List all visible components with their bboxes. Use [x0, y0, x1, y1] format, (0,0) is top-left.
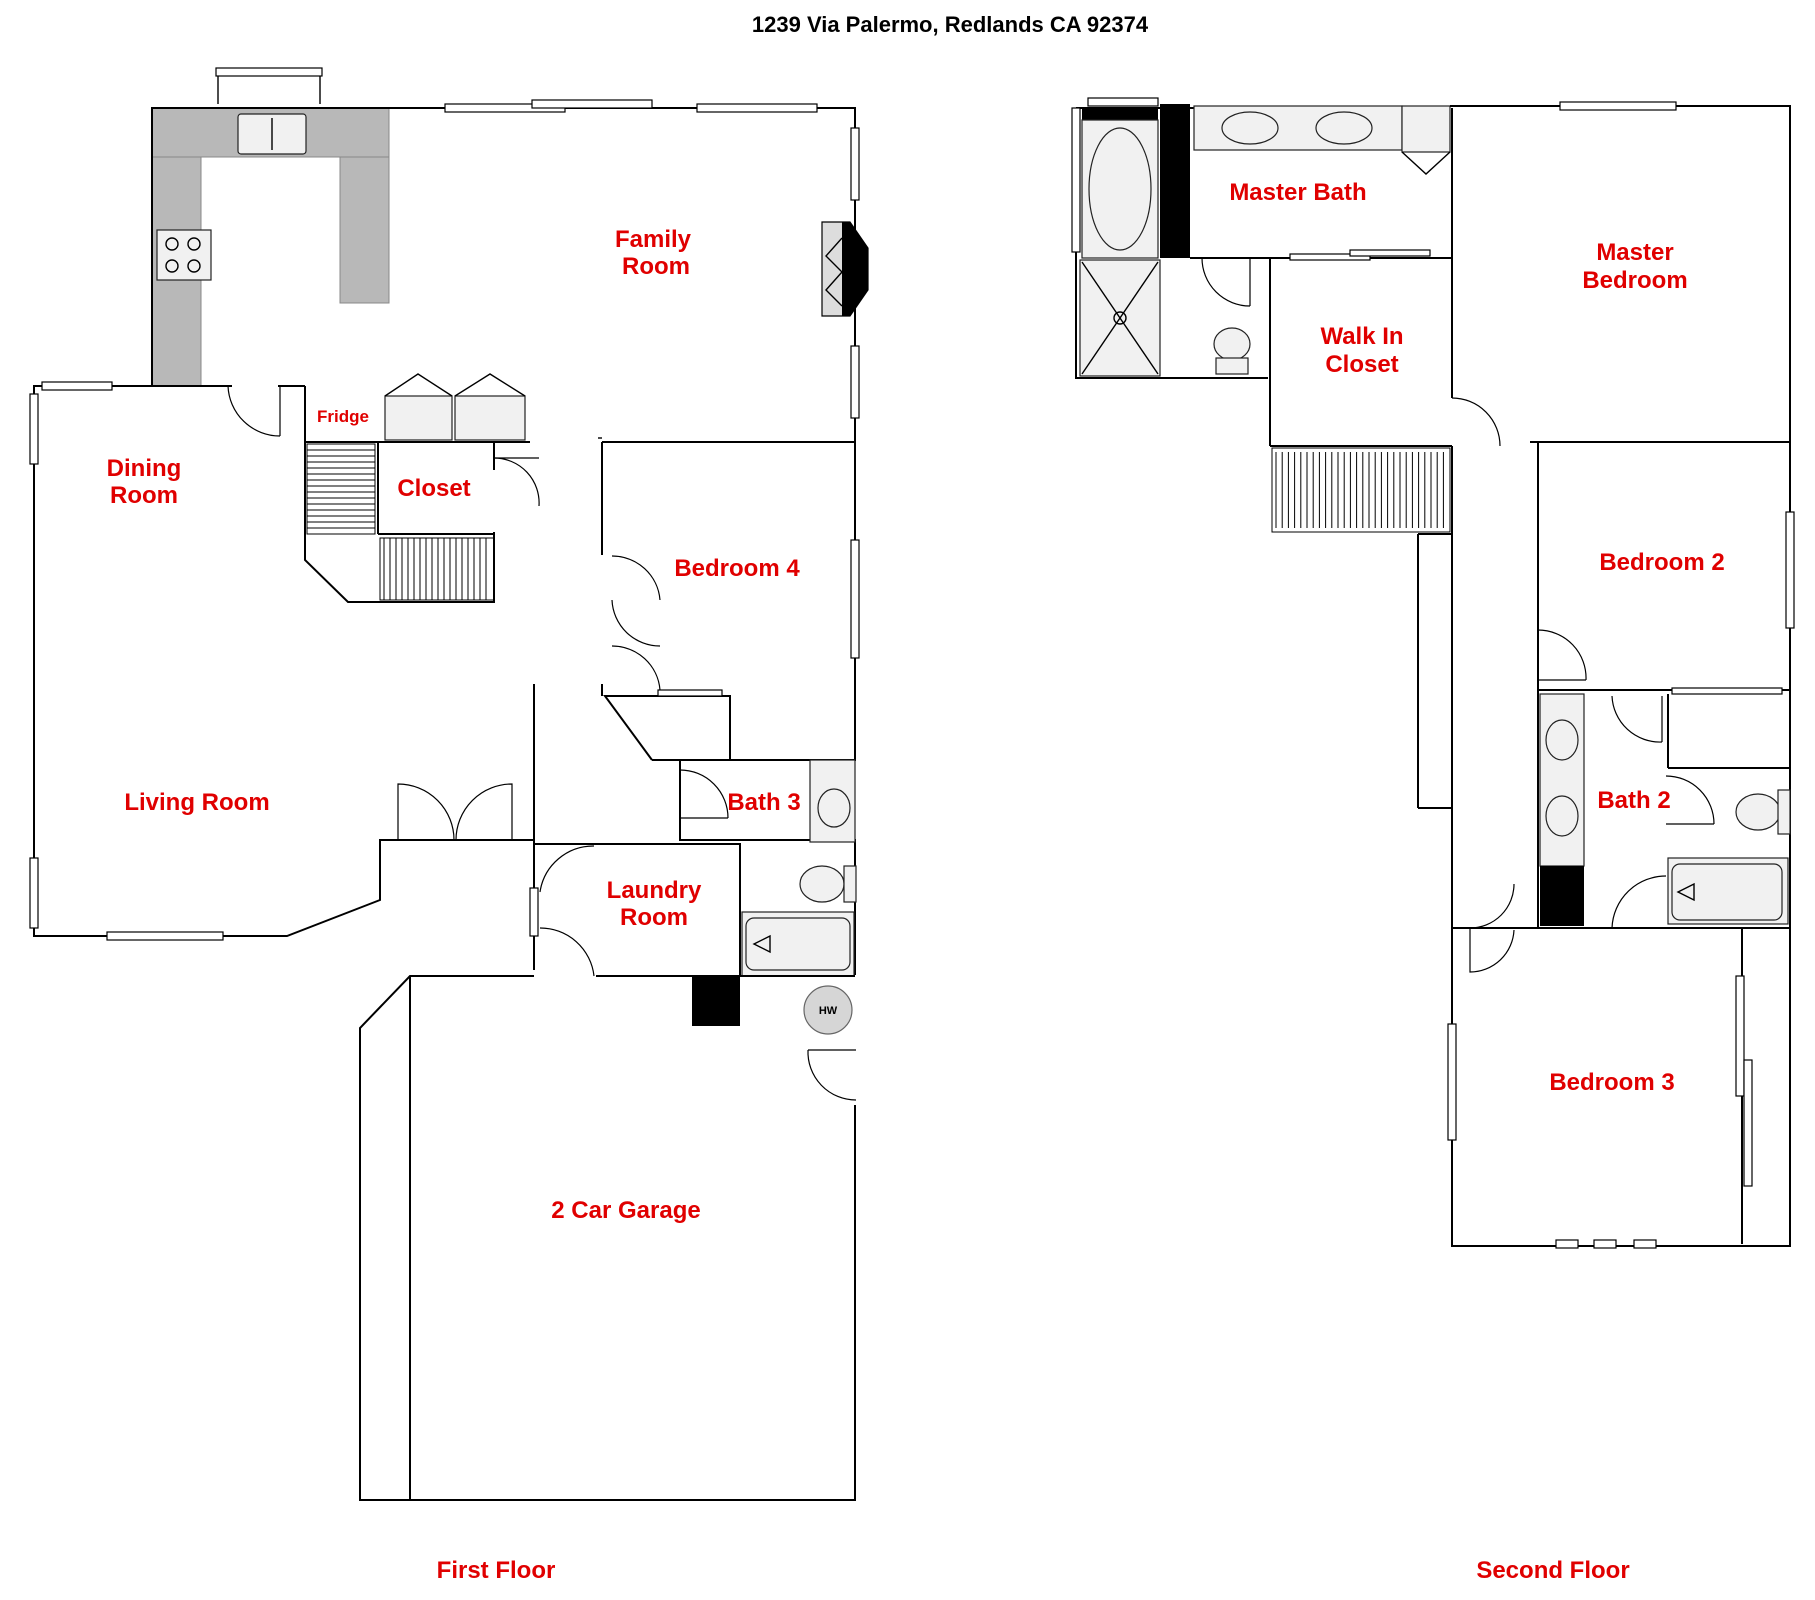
label-dining-room-2: Room — [110, 482, 178, 509]
bath2-solid — [1540, 866, 1584, 926]
label-master-bedroom-2: Bedroom — [1582, 267, 1687, 294]
stairs-first-floor — [306, 443, 495, 601]
label-bath-2: Bath 2 — [1597, 787, 1670, 814]
label-bedroom-2: Bedroom 2 — [1599, 549, 1724, 576]
label-bedroom-3: Bedroom 3 — [1549, 1069, 1674, 1096]
kitchen-counter-island — [339, 156, 390, 304]
laundry-solid — [692, 976, 740, 1026]
label-dining-room: Dining — [107, 455, 182, 482]
label-family-room-2: Room — [622, 253, 690, 280]
first-floor: HW Family Room Dining Room Fridge Closet… — [29, 67, 869, 1584]
label-first-floor: First Floor — [437, 1557, 556, 1584]
label-master-bedroom: Master — [1596, 239, 1673, 266]
plan-title: 1239 Via Palermo, Redlands CA 92374 — [752, 12, 1149, 37]
label-fridge: Fridge — [317, 407, 369, 426]
master-toilet-icon — [1213, 327, 1251, 361]
bath3-toilet-icon — [799, 865, 845, 903]
master-bath-solid — [1160, 104, 1190, 258]
label-family-room: Family — [615, 226, 692, 253]
bath2-toilet-icon — [1735, 793, 1781, 831]
label-laundry-room: Laundry — [607, 877, 702, 904]
stove-icon — [156, 229, 212, 281]
label-garage: 2 Car Garage — [551, 1197, 700, 1224]
second-floor: Master Bath Master Bedroom Walk In Close… — [1071, 97, 1795, 1584]
label-bedroom-4: Bedroom 4 — [674, 555, 800, 582]
label-bath-3: Bath 3 — [727, 789, 800, 816]
water-heater-icon — [803, 985, 853, 1035]
label-living-room: Living Room — [124, 789, 269, 816]
label-master-bath: Master Bath — [1229, 179, 1366, 206]
label-second-floor: Second Floor — [1476, 1557, 1629, 1584]
stairs-second-floor — [1271, 447, 1451, 533]
label-closet: Closet — [397, 475, 470, 502]
water-heater-label: HW — [819, 1005, 838, 1017]
fridge-icon — [384, 395, 453, 441]
label-walk-in-closet: Walk In — [1320, 323, 1403, 350]
label-walk-in-closet-2: Closet — [1325, 351, 1398, 378]
label-laundry-room-2: Room — [620, 904, 688, 931]
